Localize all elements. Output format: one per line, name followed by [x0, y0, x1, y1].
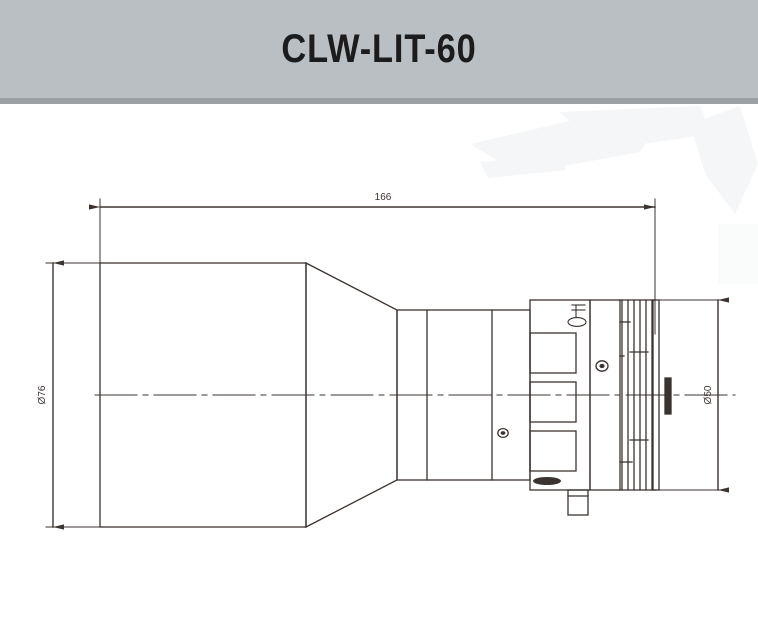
- page-title: CLW-LIT-60: [281, 27, 477, 71]
- header-bar: [0, 0, 758, 98]
- rear-cap: [652, 299, 660, 491]
- cooling-fins: [619, 299, 656, 491]
- technical-drawing-canvas: 166 Ø76 Ø50: [0, 104, 758, 640]
- cable-connector: [567, 489, 589, 516]
- bottom-washer-detail: [533, 477, 561, 485]
- dimension-label-length: 166: [375, 192, 392, 203]
- set-screw-mid-barrel: [497, 427, 509, 439]
- knurled-ring: [589, 299, 621, 491]
- set-screw-knurled-ring: [595, 360, 609, 372]
- rear-centre-boss: [664, 377, 672, 415]
- drawing-vector: 166 Ø76 Ø50: [37, 192, 736, 530]
- dimension-label-rear-diameter: Ø50: [703, 385, 714, 404]
- header-underline-divider: [0, 98, 758, 104]
- top-bracket-detail: [567, 304, 587, 327]
- dimension-label-front-diameter: Ø76: [37, 385, 48, 404]
